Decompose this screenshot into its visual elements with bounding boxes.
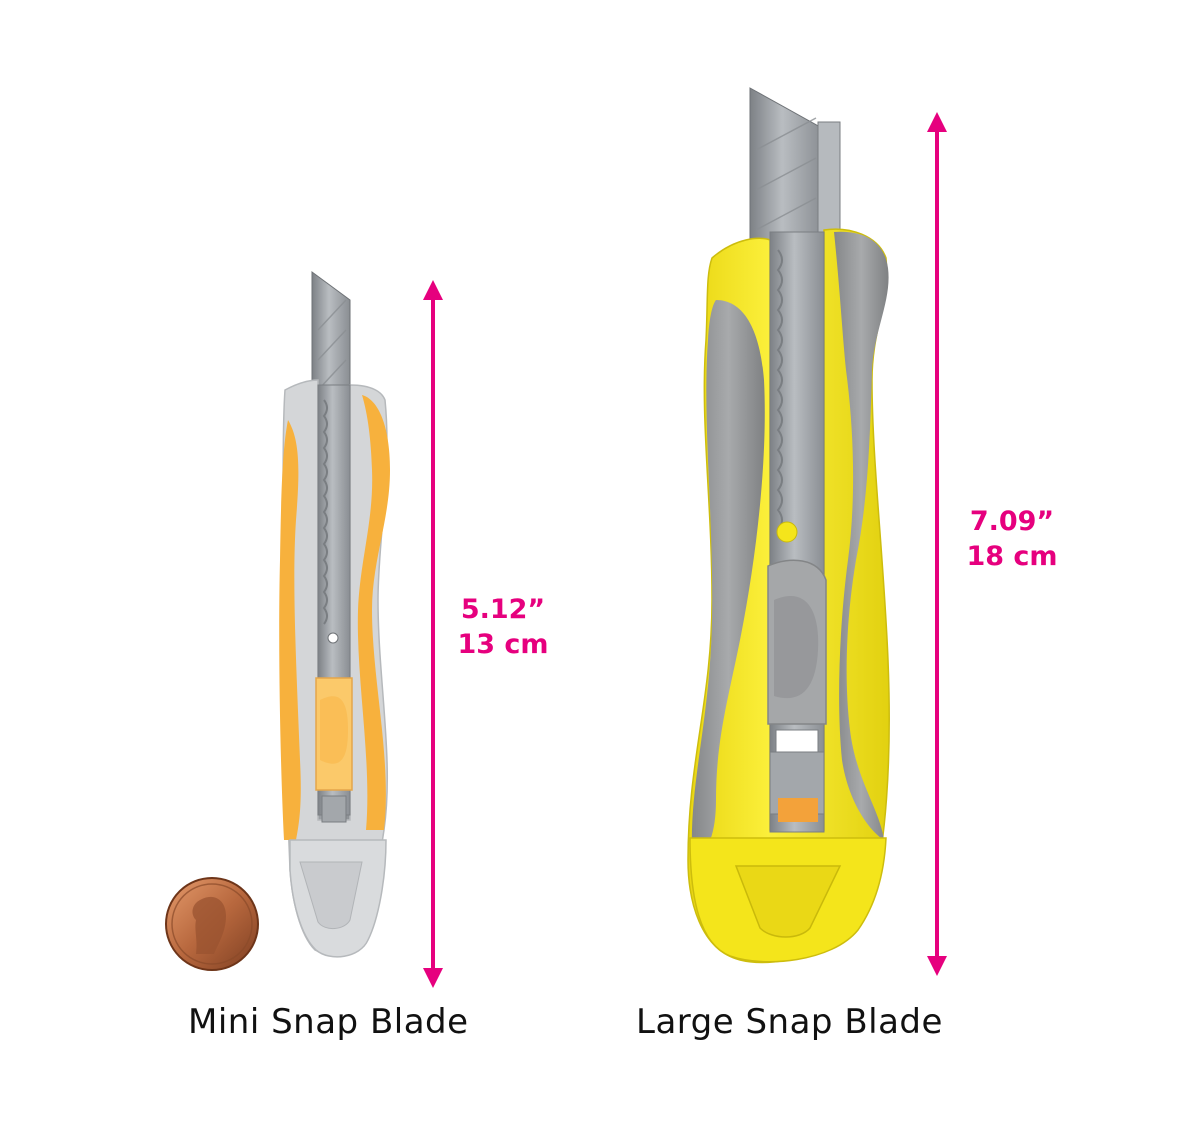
large-height-inches: 7.09” xyxy=(969,506,1055,537)
large-dimension-label: 7.09” 18 cm xyxy=(952,504,1072,574)
large-handle-gray-right xyxy=(834,231,889,841)
large-caption: Large Snap Blade xyxy=(636,1002,943,1042)
mini-handle-orange-right xyxy=(357,395,390,830)
mini-handle-orange-left xyxy=(279,420,301,840)
mini-caption: Mini Snap Blade xyxy=(188,1002,469,1042)
large-height-arrow xyxy=(927,112,947,976)
mini-height-inches: 5.12” xyxy=(460,594,546,625)
large-handle-gray-left xyxy=(691,300,765,853)
mini-height-cm: 13 cm xyxy=(457,629,549,661)
large-blade-score-lines xyxy=(755,117,817,231)
mini-height-arrow xyxy=(423,280,443,988)
mini-snap-blade-knife xyxy=(279,271,390,958)
mini-dimension-label: 5.12” 13 cm xyxy=(448,592,558,662)
penny-coin xyxy=(165,877,259,971)
mini-blade-hole xyxy=(327,632,339,644)
mini-blade-serration xyxy=(322,399,328,625)
large-blade-dot xyxy=(776,521,798,543)
large-snap-blade-knife xyxy=(687,87,890,964)
large-height-cm: 18 cm xyxy=(966,541,1058,573)
large-blade-serration xyxy=(776,249,783,531)
